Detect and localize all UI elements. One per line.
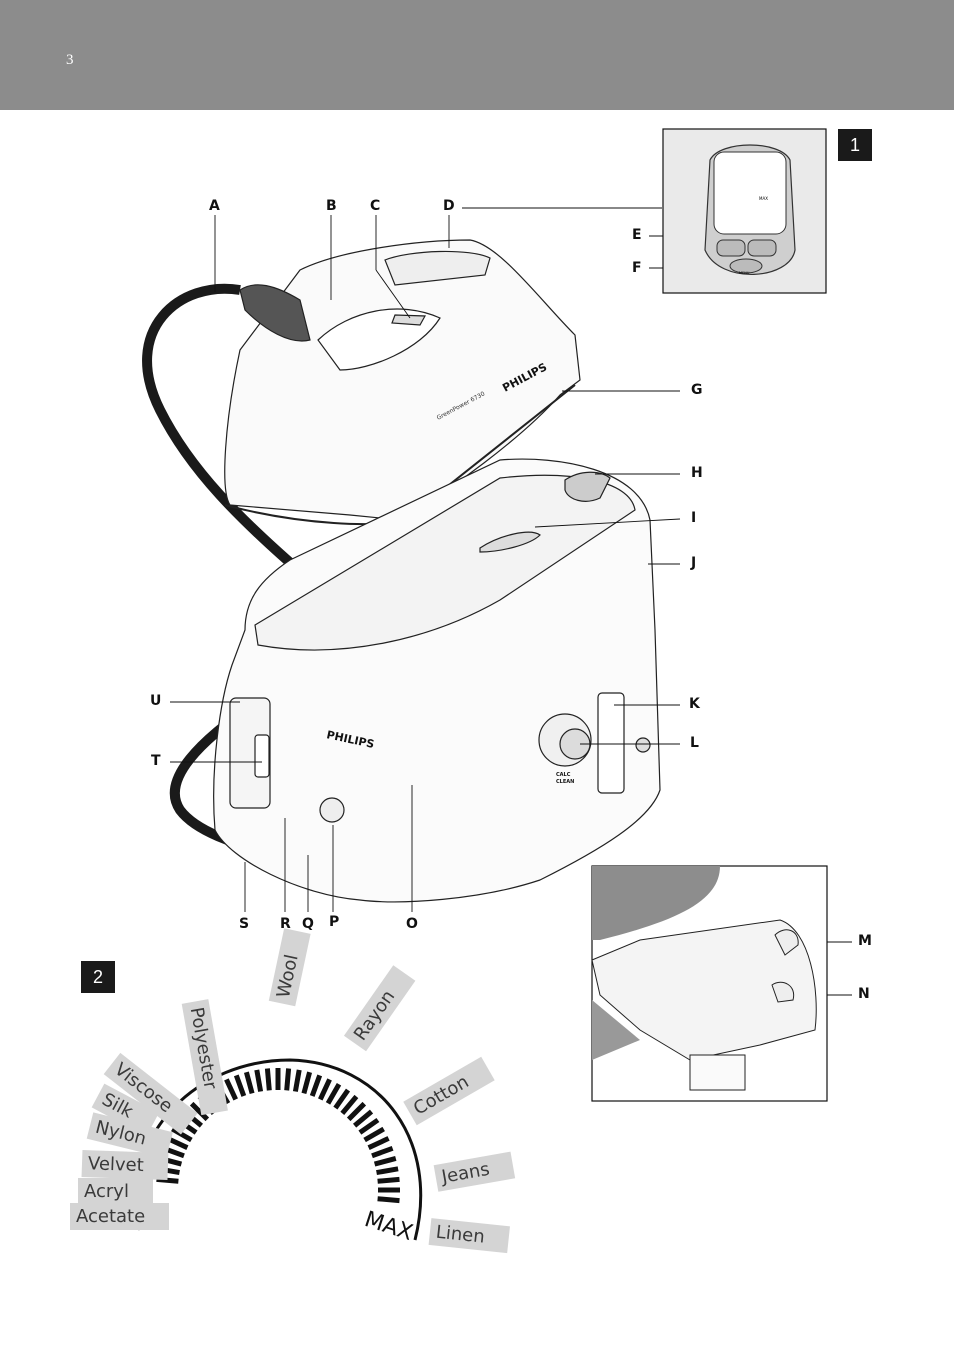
callout-i: I — [691, 510, 697, 526]
lock-hook-upper — [774, 929, 799, 956]
dial-tick — [367, 1136, 390, 1150]
dial-tick — [166, 1136, 189, 1150]
dial-tick — [233, 1074, 247, 1097]
iron-top-panel — [384, 250, 491, 286]
water-tank-window — [597, 692, 625, 794]
figure-2-badge: 2 — [81, 961, 115, 993]
callout-e: E — [632, 227, 642, 243]
dial-tick — [264, 1068, 272, 1091]
dial-tick — [325, 1083, 342, 1105]
iron-body — [224, 239, 581, 521]
iron-platform — [254, 474, 636, 651]
dial-tick — [333, 1088, 351, 1110]
callout-l: L — [690, 735, 699, 751]
callout-b: B — [326, 198, 337, 214]
dial-tick — [189, 1101, 210, 1122]
callout-n: N — [858, 986, 870, 1002]
iron-lock — [564, 471, 611, 502]
callout-c: C — [370, 198, 381, 214]
fabric-label-acryl: Acryl — [78, 1178, 153, 1205]
dial-tick — [340, 1094, 359, 1116]
dial-tick — [284, 1068, 292, 1091]
dial-tick — [346, 1101, 367, 1122]
dial-tick — [224, 1078, 238, 1101]
page-header: 3 — [0, 0, 954, 110]
calc-label-1: CALC — [556, 772, 571, 778]
inset-iron-shape — [592, 866, 720, 940]
inset-foot — [689, 1054, 746, 1091]
dial-tick — [352, 1109, 374, 1128]
callout-h: H — [691, 465, 703, 481]
panel-plus-button — [747, 239, 777, 257]
power-button — [319, 797, 345, 823]
platform-slot — [479, 531, 541, 553]
fabric-label-acetate: Acetate — [70, 1203, 170, 1230]
dial-tick — [292, 1069, 302, 1092]
dial-tick — [363, 1126, 385, 1143]
callout-f: F — [632, 260, 642, 276]
dial-tick — [373, 1155, 397, 1167]
callout-d: D — [443, 198, 455, 214]
cord-socket — [635, 737, 651, 753]
base-station — [213, 458, 661, 903]
dial-tick — [254, 1069, 264, 1092]
callout-m: M — [858, 933, 872, 949]
dial-tick — [301, 1071, 313, 1095]
dial-tick — [318, 1078, 332, 1101]
steam-trigger — [391, 314, 427, 326]
dial-tick — [377, 1196, 400, 1204]
dial-tick — [377, 1176, 400, 1184]
calc-label-2: CLEAN — [556, 779, 574, 785]
lock-hook-lower — [771, 981, 795, 1003]
figure-1-badge: 1 — [838, 129, 872, 161]
panel-minus-button — [716, 239, 746, 257]
callout-t: T — [151, 753, 161, 769]
callout-g: G — [691, 382, 703, 398]
panel-menu-button — [729, 258, 763, 274]
page-number: 3 — [66, 52, 74, 68]
panel-display — [713, 151, 787, 235]
callout-j: J — [691, 555, 697, 571]
dial-tick — [371, 1145, 394, 1159]
base-control-panel — [229, 697, 271, 809]
dial-tick — [376, 1166, 399, 1176]
supply-hose — [142, 283, 314, 584]
panel-menu-text: MENU — [739, 271, 750, 275]
panel-max-text: MAX — [759, 196, 768, 201]
callout-p: P — [329, 914, 340, 930]
dial-tick — [358, 1117, 380, 1135]
callout-r: R — [280, 916, 291, 932]
callout-k: K — [689, 696, 700, 712]
hose-grip — [239, 284, 311, 342]
callout-o: O — [406, 916, 418, 932]
callout-u: U — [150, 693, 162, 709]
steam-buttons — [254, 734, 270, 778]
callout-q: Q — [302, 916, 314, 932]
dial-tick — [243, 1071, 255, 1095]
callout-s: S — [239, 916, 250, 932]
inset-base-shape — [591, 919, 817, 1061]
callout-a: A — [209, 198, 220, 214]
dial-tick — [309, 1074, 323, 1097]
